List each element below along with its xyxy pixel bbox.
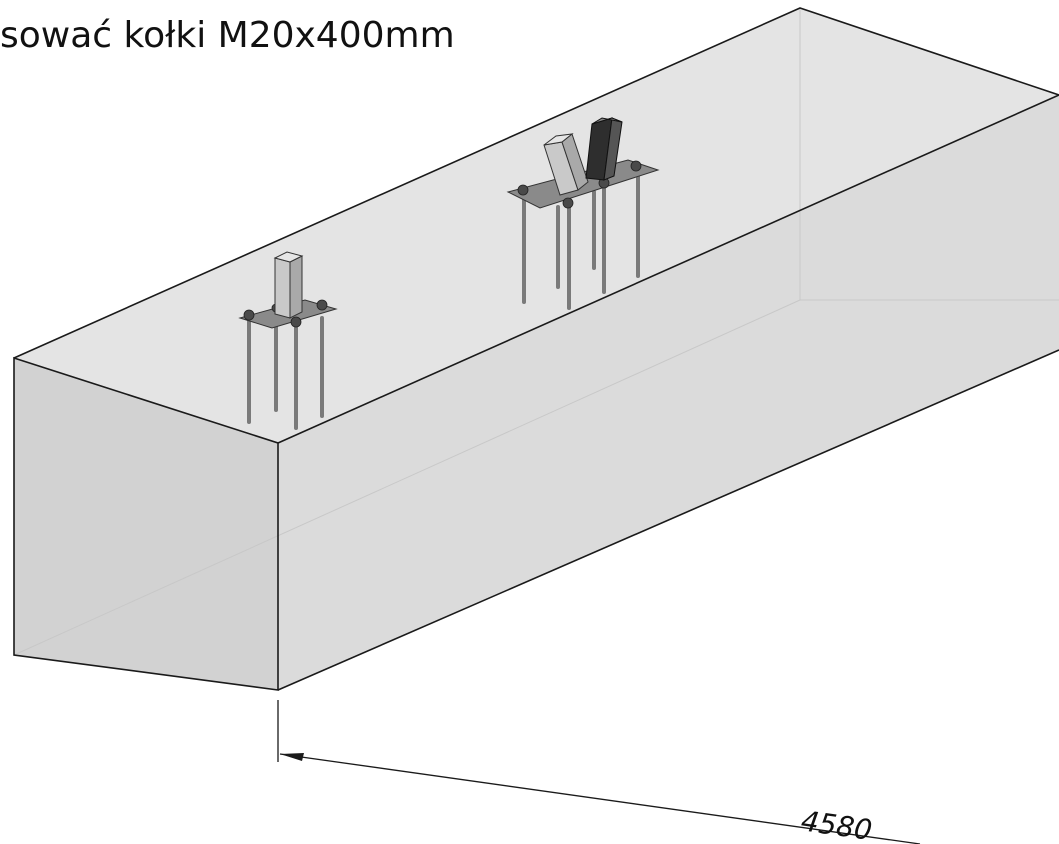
steel-post-center-dark-top	[591, 117, 623, 125]
anchor-rods-left	[247, 316, 324, 430]
block-edge-top-front	[277, 94, 1059, 444]
dimension-value: 4580	[799, 804, 874, 844]
block-outline-top	[13, 7, 1059, 359]
anchor-rods-center	[522, 174, 640, 310]
steel-post-left-side	[289, 255, 303, 319]
steel-post-left-front	[274, 257, 291, 319]
dimension-arrowhead	[280, 753, 304, 761]
anchor-assembly-center	[506, 117, 660, 310]
dimension-line	[279, 753, 921, 844]
block-edge-bottom-long	[277, 349, 1059, 691]
anchor-assembly-left	[238, 251, 338, 430]
anchor-note: sować kołki M20x400mm	[0, 15, 455, 56]
block-side-face	[278, 95, 1059, 690]
block-front-face	[14, 358, 278, 690]
steel-post-center-light-top	[543, 133, 574, 146]
concrete-block	[13, 7, 1059, 691]
steel-post-left-top	[273, 251, 304, 263]
block-hidden-edge-bottom-long	[13, 299, 801, 656]
dimension-annotation	[277, 700, 921, 844]
